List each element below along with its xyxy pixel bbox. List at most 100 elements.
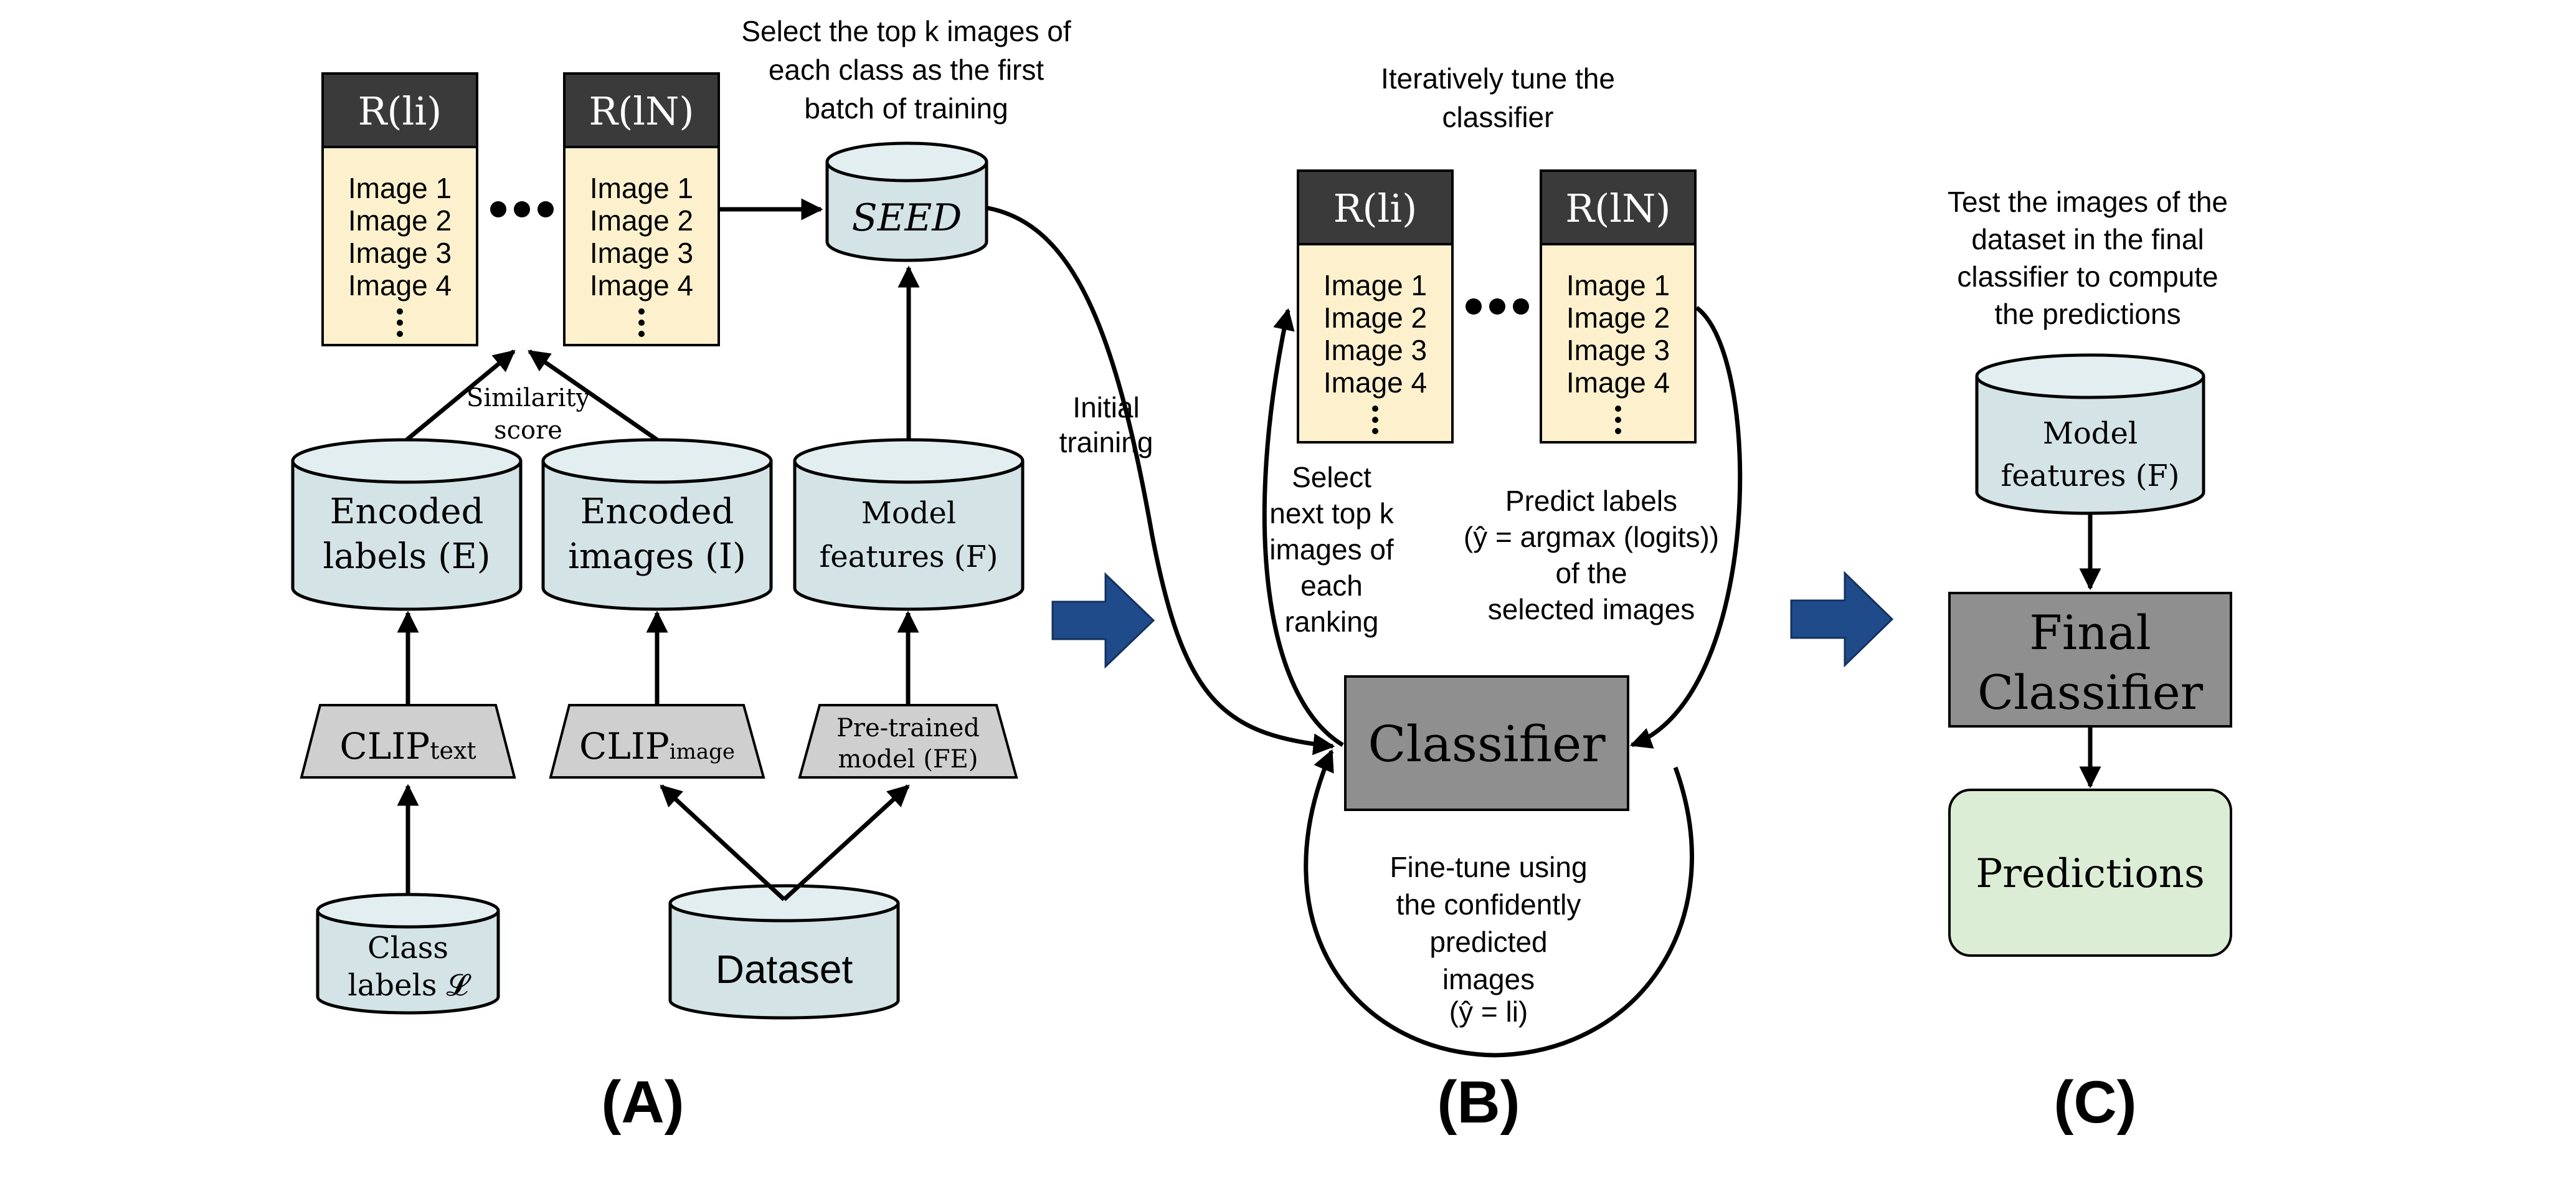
ranking-item: Image 3 [1324, 334, 1427, 366]
select-top-k-note: Select the top k images of each class as… [741, 15, 1071, 125]
ranking-item: Image 1 [348, 172, 452, 204]
arrow-labels-to-ranking [405, 349, 516, 442]
predictions-box: Predictions [1948, 789, 2232, 957]
ranking-item: Image 3 [348, 237, 452, 269]
ranking-item: Image 4 [590, 269, 693, 301]
model-features-line: Model [861, 496, 957, 531]
finetune-note: Fine-tune using the confidently predicte… [1390, 851, 1587, 1028]
clip-text-encoder: CLIPtext [300, 704, 516, 779]
arrow-dataset-to-clipimage [660, 784, 786, 901]
model-features-line: features (F) [2001, 458, 2180, 493]
model-features-cylinder-c: Model features (F) [1975, 353, 2205, 515]
seed-label: SEED [852, 196, 962, 240]
arrow-dataset-to-pretrained [782, 784, 910, 901]
note-line: Select the top k images of [741, 15, 1071, 47]
ranking-box-last-b: R(lN) Image 1 Image 2 Image 3 Image 4 [1540, 169, 1697, 444]
note-line: (ŷ = argmax (logits)) [1464, 521, 1719, 553]
note-line: the predictions [1994, 298, 2181, 330]
note-line: predicted [1429, 926, 1547, 958]
ranking-item: Image 2 [590, 204, 693, 237]
predict-labels-note: Predict labels (ŷ = argmax (logits)) of … [1464, 485, 1719, 625]
ranking-item: Image 3 [1566, 334, 1670, 366]
class-labels-line: labels 𝓛 [348, 968, 471, 1003]
dataset-label: Dataset [716, 947, 853, 992]
note-line: classifier to compute [1957, 260, 2218, 293]
ranking-title: R(lN) [589, 88, 694, 134]
note-line: ranking [1285, 605, 1379, 638]
pretrained-line: model (FE) [838, 745, 978, 774]
flow-arrow-b-to-c [1790, 571, 1894, 668]
encoded-labels-line: Encoded [330, 491, 484, 532]
encoded-labels-line: labels (E) [323, 536, 490, 577]
ranking-item: Image 2 [1566, 301, 1670, 334]
pretrained-model: Pre-trained model (FE) [798, 704, 1018, 779]
panel-label-a: (A) [601, 1069, 684, 1136]
ranking-item: Image 4 [1566, 366, 1670, 399]
ranking-title: R(lN) [1565, 186, 1670, 231]
encoded-images-line: images (I) [568, 536, 746, 577]
clip-text-main: CLIP [339, 725, 430, 767]
class-labels-line: Class [367, 931, 448, 966]
note-line: next top k [1269, 497, 1394, 529]
ranking-box-first-b: R(li) Image 1 Image 2 Image 3 Image 4 [1297, 169, 1454, 444]
final-classifier-box: Final Classifier [1948, 592, 2232, 728]
ranking-item: Image 1 [1324, 269, 1427, 301]
ranking-title: R(li) [358, 88, 442, 134]
encoded-images-line: Encoded [580, 491, 734, 532]
seed-cylinder: SEED [825, 141, 988, 262]
predictions-label: Predictions [1976, 851, 2205, 897]
ranking-item: Image 4 [1324, 366, 1427, 399]
class-labels-cylinder: Class labels 𝓛 [316, 893, 500, 1015]
ranking-item: Image 2 [1324, 301, 1427, 334]
note-line: of the [1555, 557, 1627, 589]
note-line: batch of training [804, 92, 1008, 125]
horizontal-ellipsis [490, 201, 554, 217]
note-line: Select [1292, 461, 1371, 493]
encoded-labels-cylinder: Encoded labels (E) [291, 438, 523, 611]
classifier-box: Classifier [1344, 675, 1629, 811]
similarity-score-label: Similarity score [466, 384, 590, 445]
ranking-item: Image 1 [590, 172, 693, 204]
model-features-line: features (F) [820, 539, 998, 574]
final-classifier-line: Classifier [1977, 665, 2204, 720]
ranking-item: Image 3 [590, 237, 693, 269]
note-line: classifier [1442, 101, 1554, 133]
horizontal-ellipsis [1466, 298, 1529, 315]
note-line: Test the images of the [1948, 186, 2228, 218]
ranking-item: Image 2 [348, 204, 452, 237]
note-line: (ŷ = li) [1449, 995, 1528, 1028]
ranking-title: R(li) [1333, 186, 1418, 231]
dataset-cylinder: Dataset [668, 884, 900, 1020]
note-line: Predict labels [1505, 485, 1677, 517]
similarity-line: score [494, 416, 562, 445]
panel-label-c: (C) [2053, 1069, 2136, 1136]
ranking-box-first-a: R(li) Image 1 Image 2 Image 3 Image 4 [321, 72, 478, 346]
flow-arrow-a-to-b [1051, 572, 1155, 669]
classifier-label: Classifier [1368, 715, 1606, 773]
arrow-classifier-to-ranking [1262, 308, 1344, 747]
vertical-ellipsis [638, 308, 645, 337]
model-features-line: Model [2043, 416, 2138, 451]
clip-image-sub: image [670, 739, 735, 764]
arrow-images-to-ranking [528, 349, 658, 442]
note-line: the confidently [1396, 888, 1581, 921]
final-classifier-line: Final [2029, 605, 2151, 660]
iterate-note: Iteratively tune the classifier [1381, 62, 1615, 133]
arrow-ranking-to-classifier [1629, 306, 1743, 749]
arrow-seed-to-classifier [987, 206, 1335, 756]
note-line: images of [1269, 533, 1394, 566]
initial-training-line: Initial [1073, 391, 1139, 424]
vertical-ellipsis [1372, 406, 1378, 434]
note-line: Fine-tune using [1390, 851, 1587, 883]
arrow-finetune-loop [1304, 749, 1694, 1058]
note-line: each class as the first [769, 54, 1044, 86]
ranking-item: Image 1 [1566, 269, 1670, 301]
panel-label-b: (B) [1437, 1069, 1520, 1136]
clip-image-main: CLIP [579, 725, 670, 767]
clip-text-sub: text [430, 737, 476, 764]
note-line: each [1300, 569, 1363, 602]
note-line: selected images [1488, 593, 1695, 625]
initial-training-label: Initial training [1059, 391, 1153, 458]
encoded-images-cylinder: Encoded images (I) [541, 438, 773, 611]
